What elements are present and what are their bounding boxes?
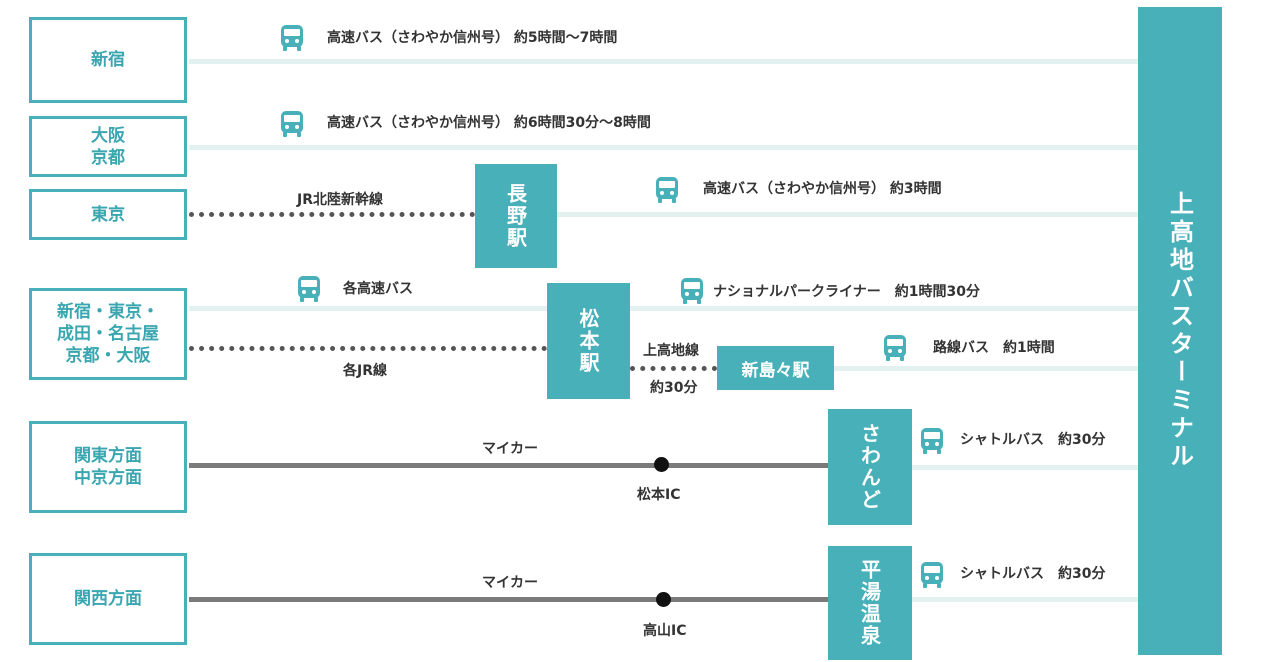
- bus-icon: [921, 562, 943, 588]
- matsumoto-ic-marker: [654, 457, 669, 472]
- hub-hirayu: 平湯温泉: [828, 546, 912, 660]
- route-label-national-park: ナショナルパークライナー 約1時間30分: [713, 284, 980, 300]
- rail-label-hokuriku: JR北陸新幹線: [297, 192, 383, 208]
- road-line-kanto: [189, 463, 828, 468]
- hub-matsumoto: 松本駅: [547, 283, 630, 399]
- route-label-nagano: 高速バス（さわやか信州号） 約3時間: [703, 181, 942, 197]
- origin-kanto-chukyo: 関東方面 中京方面: [29, 421, 187, 513]
- route-label-rosen-bus: 路線バス 約1時間: [933, 340, 1055, 356]
- bus-icon: [681, 278, 703, 304]
- takayama-ic-marker: [656, 592, 671, 607]
- bus-icon: [656, 177, 678, 203]
- hub-kamikochi-terminal: 上高地バスターミナル: [1138, 7, 1222, 655]
- route-line-shinshimashima: [834, 366, 1138, 371]
- rail-line-tokyo-nagano: [189, 212, 475, 217]
- bus-icon: [884, 335, 906, 361]
- rail-label-kamikochi-line: 上高地線: [643, 343, 699, 359]
- route-label-osaka: 高速バス（さわやか信州号） 約6時間30分〜8時間: [327, 115, 651, 131]
- route-line-multi-bus: [189, 306, 547, 311]
- hub-sawando: さわんど: [828, 409, 912, 525]
- road-label-mycar-2: マイカー: [482, 575, 538, 591]
- route-label-shuttle-2: シャトルバス 約30分: [960, 566, 1106, 582]
- origin-shinjuku: 新宿: [29, 17, 187, 103]
- route-label-shinjuku: 高速バス（さわやか信州号） 約5時間〜7時間: [327, 30, 618, 46]
- rail-label-kaku-jr: 各JR線: [343, 363, 387, 379]
- bus-icon: [281, 25, 303, 51]
- bus-icon: [281, 111, 303, 137]
- origin-multi: 新宿・東京・ 成田・名古屋 京都・大阪: [29, 288, 187, 380]
- rail-line-matsumoto-shinshimashima: [630, 366, 717, 371]
- route-label-shuttle-1: シャトルバス 約30分: [960, 432, 1106, 448]
- route-line-sawando: [912, 465, 1138, 470]
- rail-label-kamikochi-time: 約30分: [650, 380, 698, 396]
- route-line-hirayu: [912, 597, 1138, 602]
- route-line-osaka: [189, 145, 1138, 150]
- road-line-kansai: [189, 597, 828, 602]
- bus-icon: [298, 276, 320, 302]
- rail-line-multi-matsumoto: [189, 346, 547, 351]
- origin-osaka-kyoto: 大阪 京都: [29, 116, 187, 177]
- bus-icon: [921, 428, 943, 454]
- origin-tokyo: 東京: [29, 189, 187, 240]
- ic-label-matsumoto: 松本IC: [637, 487, 681, 503]
- ic-label-takayama: 高山IC: [643, 623, 687, 639]
- hub-shinshimashima: 新島々駅: [717, 346, 834, 390]
- route-line-matsumoto: [630, 306, 1138, 311]
- hub-nagano: 長野駅: [475, 164, 557, 268]
- origin-kansai: 関西方面: [29, 553, 187, 645]
- route-line-shinjuku: [189, 59, 1138, 64]
- road-label-mycar-1: マイカー: [482, 441, 538, 457]
- route-line-nagano: [557, 212, 1138, 217]
- route-label-kaku-kousoku: 各高速バス: [343, 281, 413, 297]
